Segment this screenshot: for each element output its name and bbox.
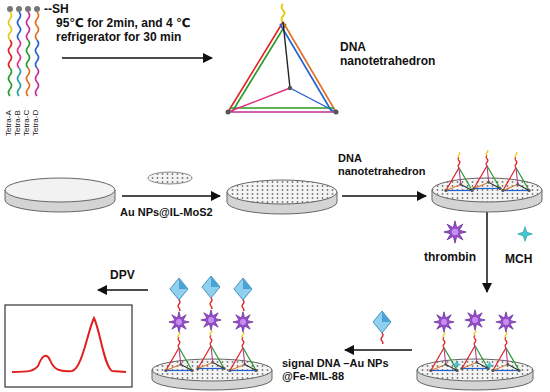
electrode — [152, 276, 272, 390]
electrode — [227, 180, 337, 214]
blocker-label: MCH — [505, 252, 532, 266]
strand-label: Tetra-B — [14, 110, 22, 136]
modifier-film — [148, 172, 192, 184]
structure-label: DNA nanotetrahedron — [340, 40, 450, 69]
condition-label: 95℃ for 2min, and 4 ℃ refrigerator for 3… — [56, 16, 216, 45]
analyte-label: thrombin — [424, 250, 476, 264]
strand-label: Tetra-D — [32, 110, 40, 136]
signal-probe-icon — [373, 311, 391, 344]
method-label: DPV — [110, 268, 135, 282]
strand-label: Tetra-C — [23, 110, 31, 136]
mch-icon — [518, 227, 533, 242]
probe-label: signal DNA –Au NPs @Fe-MIL-88 — [282, 357, 400, 383]
strand-label: Tetra-A — [5, 110, 13, 136]
dpv-plot — [5, 305, 132, 387]
thrombin-icon — [444, 221, 466, 243]
dna-tetrahedron — [226, 4, 339, 115]
electrode — [432, 150, 542, 212]
dna-strands — [7, 6, 40, 96]
step-label: DNA nanotetrahedron — [338, 152, 434, 178]
thiol-label: --SH — [44, 2, 69, 16]
electrode — [417, 310, 533, 390]
material-label: Au NPs@IL-MoS2 — [120, 206, 213, 219]
electrode — [5, 178, 115, 212]
